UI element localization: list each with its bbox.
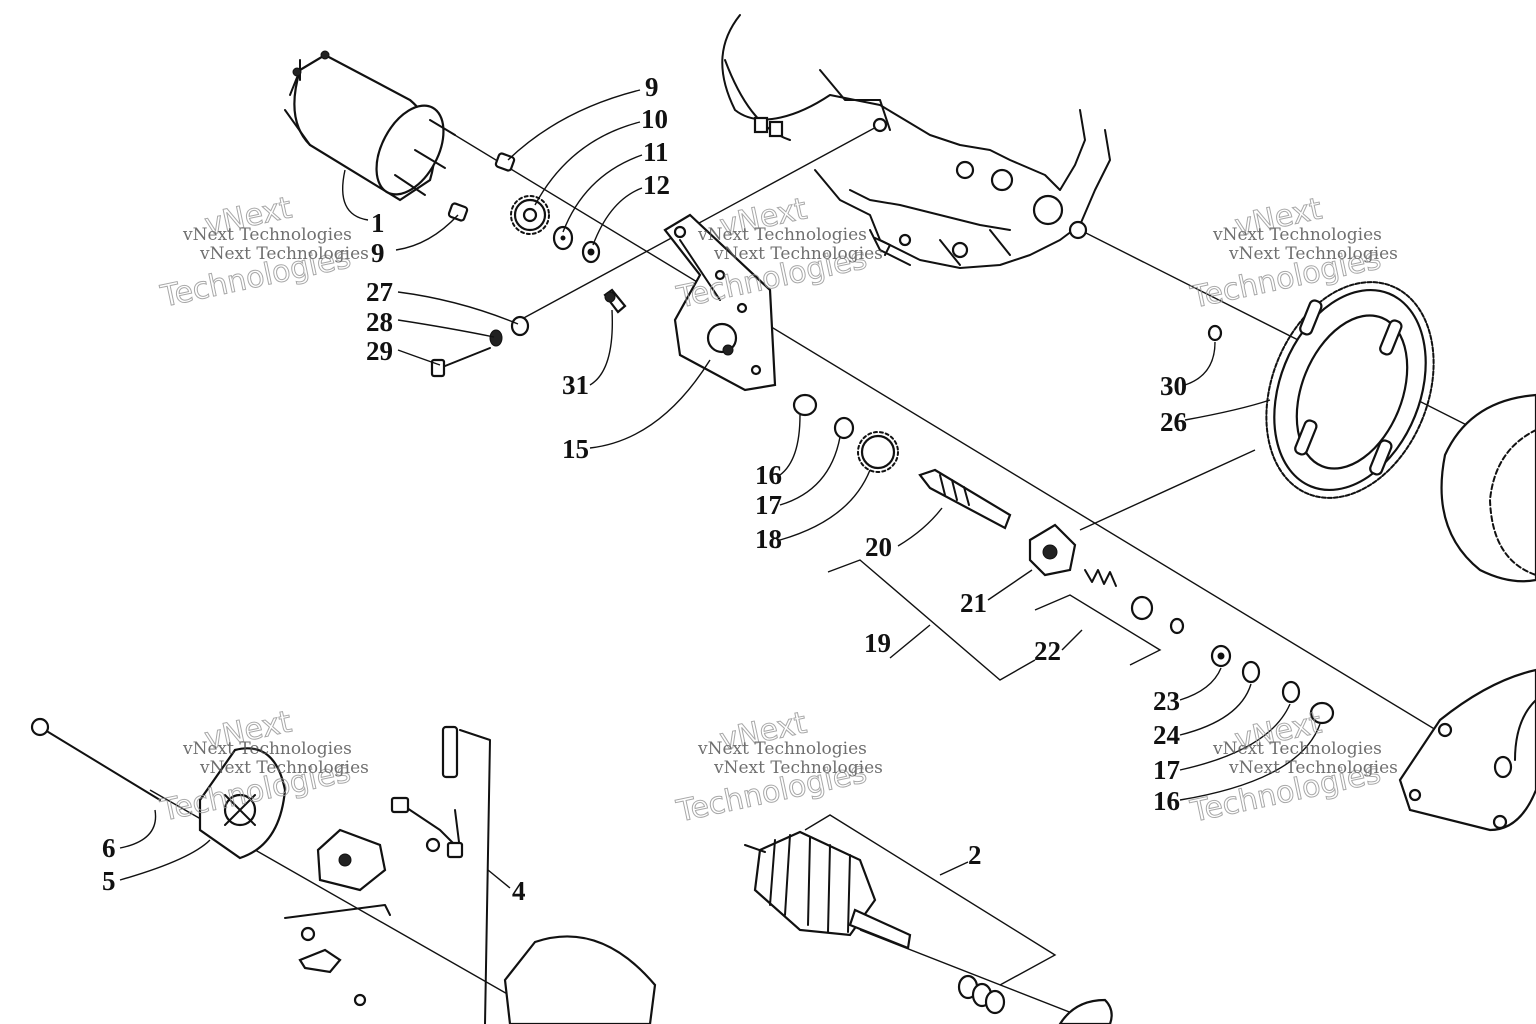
starter-motor [284, 50, 456, 202]
callout-10: 10 [641, 104, 668, 134]
callout-5: 5 [102, 866, 116, 896]
watermark-1: vNext vNext Technologies Technologies vN… [157, 190, 369, 315]
callout-29: 29 [366, 336, 393, 366]
svg-text:vNext Technologies: vNext Technologies [713, 758, 883, 778]
engine-block-outline [721, 14, 1111, 269]
end-cap-5 [198, 747, 287, 860]
sleeve-22 [1130, 595, 1154, 621]
callout-6: 6 [102, 833, 116, 863]
gear-18 [857, 431, 899, 473]
washer-17-lower [1281, 680, 1301, 704]
group-bracket-4 [487, 869, 511, 889]
watermark-6: vNext vNext Technologies Technologies vN… [1187, 705, 1398, 830]
callout-17-upper: 17 [755, 490, 782, 520]
svg-text:vNext Technologies: vNext Technologies [1228, 758, 1398, 778]
callout-16-lower: 16 [1153, 786, 1180, 816]
callout-23: 23 [1153, 686, 1180, 716]
through-bolt-6 [30, 717, 161, 801]
callout-16-upper: 16 [755, 460, 782, 490]
callout-24: 24 [1153, 720, 1180, 750]
svg-text:vNext Technologies: vNext Technologies [182, 225, 352, 245]
field-frame [503, 935, 657, 1024]
washer-24 [1241, 660, 1261, 684]
brush-holder [316, 828, 387, 892]
callout-2: 2 [968, 840, 982, 870]
washer-17-upper [833, 416, 855, 440]
callout-1: 1 [371, 208, 385, 238]
ring-gear-26 [1265, 281, 1435, 499]
callout-21: 21 [960, 588, 987, 618]
mounting-bracket-15 [663, 213, 777, 392]
svg-text:vNext Technologies: vNext Technologies [713, 244, 883, 264]
callout-labels: 1 2 4 5 6 9 9 10 11 12 15 16 17 18 19 20… [102, 72, 1187, 906]
brush-hardware [284, 904, 391, 1007]
bolt-31 [603, 288, 627, 314]
drive-shaft-20 [918, 468, 1012, 530]
washer-12 [581, 240, 601, 264]
commutator-end-plate [1058, 998, 1113, 1024]
callout-9-upper: 9 [645, 72, 659, 102]
callout-28: 28 [366, 307, 393, 337]
leader-lines [119, 89, 1321, 881]
group-bracket-19 [827, 559, 1036, 681]
bushing-16-upper [792, 393, 818, 417]
callout-26: 26 [1160, 407, 1187, 437]
group-bracket-22 [1034, 594, 1162, 666]
washer-27 [510, 315, 530, 337]
hardware-nut-9-lower [447, 202, 469, 222]
drive-end-housing [1398, 668, 1536, 832]
callout-17-lower: 17 [1153, 755, 1180, 785]
svg-text:vNext Technologies: vNext Technologies [697, 225, 867, 245]
callout-19: 19 [864, 628, 891, 658]
svg-text:vNext Technologies: vNext Technologies [1212, 225, 1382, 245]
bolt-29 [430, 347, 491, 378]
svg-text:vNext Technologies: vNext Technologies [199, 244, 369, 264]
flywheel [1440, 393, 1536, 583]
lockwasher-28 [489, 329, 503, 347]
svg-text:vNext Technologies: vNext Technologies [697, 739, 867, 759]
callout-9-lower: 9 [371, 238, 385, 268]
spring-22 [1084, 569, 1117, 587]
bushing-16-lower [1309, 701, 1335, 725]
svg-text:vNext Technologies: vNext Technologies [1228, 244, 1398, 264]
callout-30: 30 [1160, 371, 1187, 401]
clip-22 [1169, 617, 1185, 635]
washer-23 [1210, 644, 1232, 668]
callout-4: 4 [512, 876, 526, 906]
callout-20: 20 [865, 532, 892, 562]
callout-11: 11 [643, 137, 669, 167]
callout-18: 18 [755, 524, 782, 554]
callout-12: 12 [643, 170, 670, 200]
armature-2 [744, 830, 912, 950]
callout-31: 31 [562, 370, 589, 400]
bolt-30 [1207, 324, 1223, 342]
washer-11 [552, 225, 574, 251]
svg-text:vNext Technologies: vNext Technologies [1212, 739, 1382, 759]
bendix-drive-21 [1028, 523, 1077, 577]
armature-washers [957, 974, 1006, 1015]
svg-text:vNext Technologies: vNext Technologies [182, 739, 352, 759]
group-bracket-2 [804, 814, 1057, 986]
watermark-5: vNext vNext Technologies Technologies vN… [673, 705, 883, 830]
brush-kit-4 [390, 725, 491, 1024]
svg-text:vNext Technologies: vNext Technologies [199, 758, 369, 778]
callout-27: 27 [366, 277, 393, 307]
drive-gear-10 [510, 195, 550, 235]
callout-15: 15 [562, 434, 589, 464]
callout-22: 22 [1034, 636, 1061, 666]
